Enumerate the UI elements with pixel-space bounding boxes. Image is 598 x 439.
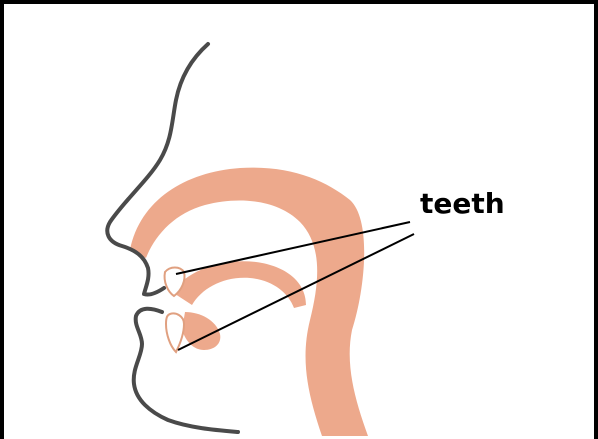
- pointer-line-lower-tooth: [178, 234, 414, 350]
- pointer-line-upper-tooth: [176, 222, 410, 274]
- tongue-tissue: [172, 261, 306, 308]
- palate-tissue: [130, 168, 368, 436]
- lower-tooth: [166, 313, 184, 352]
- teeth-label: teeth: [420, 190, 505, 218]
- face-profile-upper: [107, 44, 208, 295]
